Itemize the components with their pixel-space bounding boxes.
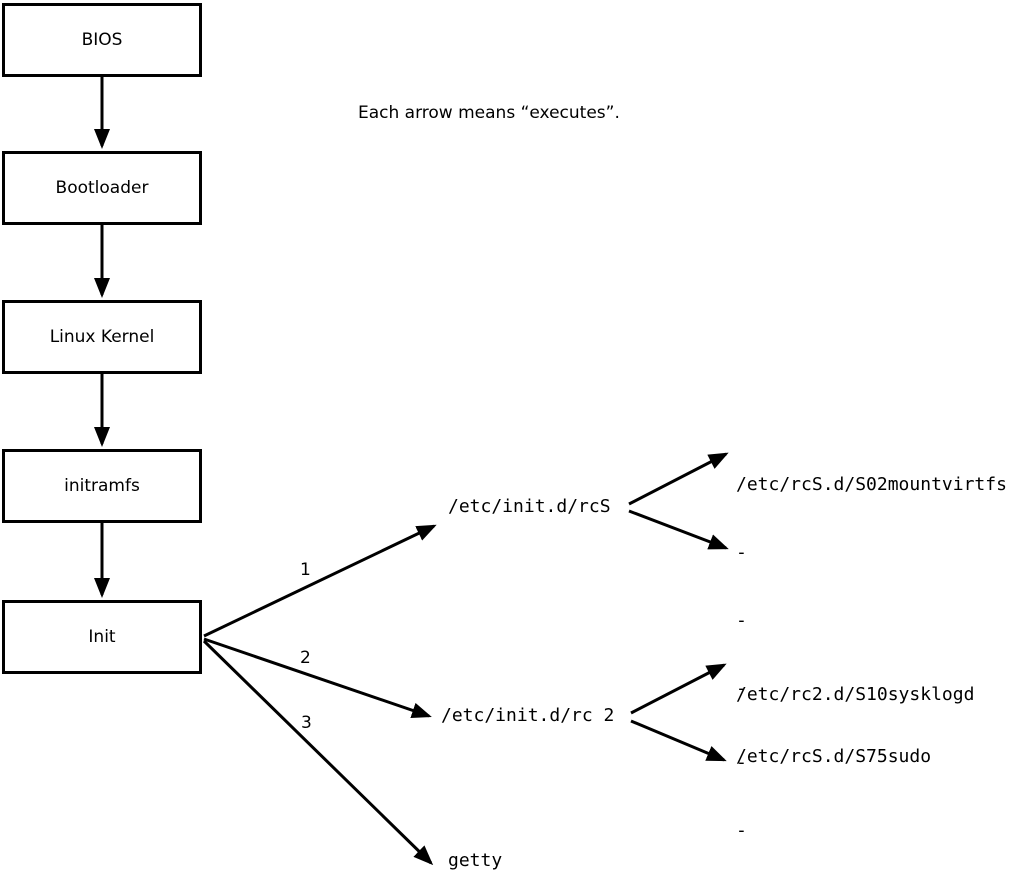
branch-number-1: 1	[300, 560, 311, 580]
node-linux-kernel-label: Linux Kernel	[49, 327, 155, 347]
node-bootloader: Bootloader	[2, 151, 202, 225]
rc2-child-ellipsis-dash: -	[736, 751, 747, 773]
arrow-init-to-getty	[202, 639, 434, 866]
rcs-children-list: /etc/rcS.d/S02mountvirtfs - - - /etc/rcS…	[736, 430, 1007, 811]
rcs-child-s75sudo: /etc/rcS.d/S75sudo	[736, 745, 932, 767]
legend-note: Each arrow means “executes”.	[358, 103, 620, 123]
rcs-child-ellipsis-dash: -	[736, 609, 747, 631]
rcs-child-ellipsis-dash: -	[736, 542, 747, 564]
node-bios-label: BIOS	[81, 30, 123, 50]
label-getty: getty	[448, 850, 503, 871]
label-init-d-rc2: /etc/init.d/rc 2	[441, 705, 615, 726]
node-linux-kernel: Linux Kernel	[2, 300, 202, 374]
arrow-init-to-rcs	[203, 524, 437, 638]
branch-number-2: 2	[300, 648, 311, 668]
arrow-init-to-rc2	[203, 637, 432, 719]
node-init: Init	[2, 600, 202, 674]
node-initramfs: initramfs	[2, 449, 202, 523]
arrow-rc2-to-s10sysklogd	[630, 663, 727, 715]
rc2-child-ellipsis-dash: -	[736, 820, 747, 842]
node-init-label: Init	[88, 627, 116, 647]
arrow-rcs-to-s75sudo	[628, 509, 729, 550]
node-bios: BIOS	[2, 3, 202, 77]
arrow-rc2-to-s99gdm	[630, 719, 727, 762]
node-initramfs-label: initramfs	[64, 476, 140, 496]
branch-number-3: 3	[301, 713, 312, 733]
arrow-rcs-to-s02mountvirtfs	[628, 452, 729, 506]
node-bootloader-label: Bootloader	[55, 178, 149, 198]
rcs-child-s02mountvirtfs: /etc/rcS.d/S02mountvirtfs	[736, 474, 1007, 496]
label-init-d-rcs: /etc/init.d/rcS	[448, 496, 611, 517]
rc2-children-list: /etc/rc2.d/S10sysklogd - - - /etc/rc2.d/…	[736, 639, 974, 875]
rc2-child-s10sysklogd: /etc/rc2.d/S10sysklogd	[736, 683, 975, 705]
rcs-child-ellipsis-dash: -	[736, 677, 747, 699]
